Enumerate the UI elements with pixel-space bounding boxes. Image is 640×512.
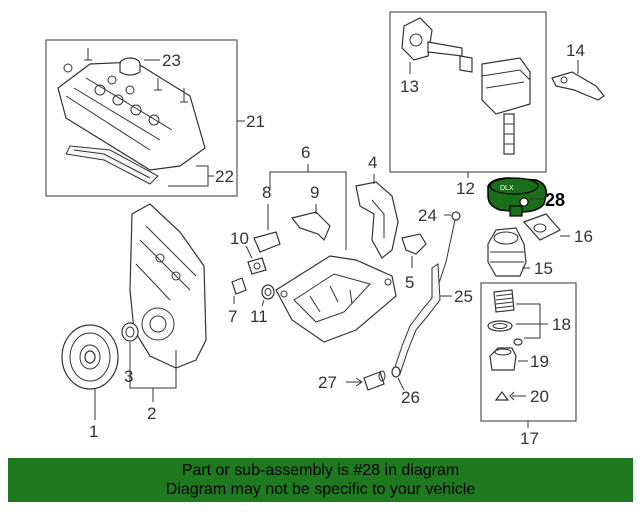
timing-chain-cover[interactable] (129, 203, 207, 369)
callout-19[interactable]: 19 (530, 352, 549, 371)
callout-21[interactable]: 21 (246, 112, 265, 131)
callout-8[interactable]: 8 (262, 183, 271, 202)
oil-filter-element[interactable] (493, 289, 515, 313)
callout-7[interactable]: 7 (228, 307, 237, 326)
oil-filler-cap[interactable] (119, 57, 141, 76)
valve-cover-gasket[interactable] (65, 145, 159, 185)
front-crank-seal[interactable] (121, 322, 139, 342)
callout-13[interactable]: 13 (400, 77, 419, 96)
banner-line-1: Part or sub-assembly is #28 in diagram (181, 462, 460, 479)
o-ring-26[interactable] (391, 366, 401, 378)
filter-o-ring[interactable] (487, 320, 513, 332)
callout-28[interactable]: 28 (545, 190, 565, 210)
drain-plug-20[interactable] (494, 391, 510, 401)
part-notice-banner: Part or sub-assembly is #28 in diagram D… (8, 458, 633, 502)
camshaft-sprocket-actuator[interactable] (401, 17, 473, 73)
valve-cover-group-box (45, 39, 238, 197)
dipstick-tube-bracket[interactable] (401, 233, 427, 255)
oil-pan[interactable] (275, 255, 397, 343)
dipstick-tube[interactable] (393, 263, 441, 375)
drain-plug[interactable] (231, 277, 247, 295)
crankshaft-pulley[interactable] (61, 324, 119, 390)
valve-cover[interactable] (57, 61, 206, 171)
oil-cooler-highlighted[interactable]: DLX (487, 177, 548, 217)
drain-plug-gasket[interactable] (261, 284, 275, 300)
callout-14[interactable]: 14 (566, 41, 585, 60)
callout-2[interactable]: 2 (147, 404, 156, 423)
callout-12[interactable]: 12 (456, 179, 475, 198)
oil-control-valve[interactable] (481, 57, 531, 155)
callout-18[interactable]: 18 (552, 315, 571, 334)
callout-22[interactable]: 22 (215, 167, 234, 186)
callout-24[interactable]: 24 (418, 206, 437, 225)
small-o-ring[interactable] (513, 338, 523, 346)
oil-filter-housing[interactable] (487, 227, 527, 277)
callout-11[interactable]: 11 (250, 307, 268, 326)
banner-line-2: Diagram may not be specific to your vehi… (165, 481, 476, 498)
oil-jet-assembly[interactable] (363, 370, 386, 391)
rear-seal-cover[interactable] (355, 181, 399, 259)
callout-25[interactable]: 25 (454, 287, 473, 306)
oil-filter-cap[interactable] (489, 347, 517, 371)
callout-15[interactable]: 15 (534, 259, 553, 278)
oil-baffle-8[interactable] (253, 231, 281, 253)
callout-1[interactable]: 1 (89, 422, 98, 441)
callout-3[interactable]: 3 (124, 367, 133, 386)
callout-5[interactable]: 5 (405, 273, 414, 292)
callout-23[interactable]: 23 (162, 51, 181, 70)
callout-16[interactable]: 16 (574, 227, 593, 246)
oil-cooler-gasket[interactable] (522, 213, 561, 241)
oil-pressure-switch[interactable] (247, 257, 267, 275)
callout-26[interactable]: 26 (401, 388, 420, 407)
callout-4[interactable]: 4 (368, 153, 377, 172)
oil-baffle-9[interactable] (290, 211, 331, 242)
callout-6[interactable]: 6 (301, 143, 310, 162)
callout-20[interactable]: 20 (530, 387, 549, 406)
callout-17[interactable]: 17 (520, 429, 539, 448)
valve-cover-bolts (63, 48, 188, 103)
oil-pipe-bracket[interactable] (551, 71, 605, 101)
oil-cooler-stamp: DLX (500, 185, 514, 192)
exploded-view-drawing: 23 21 22 13 12 14 (45, 11, 605, 448)
callout-27[interactable]: 27 (318, 373, 337, 392)
callout-10[interactable]: 10 (230, 229, 249, 248)
callout-9[interactable]: 9 (310, 183, 319, 202)
